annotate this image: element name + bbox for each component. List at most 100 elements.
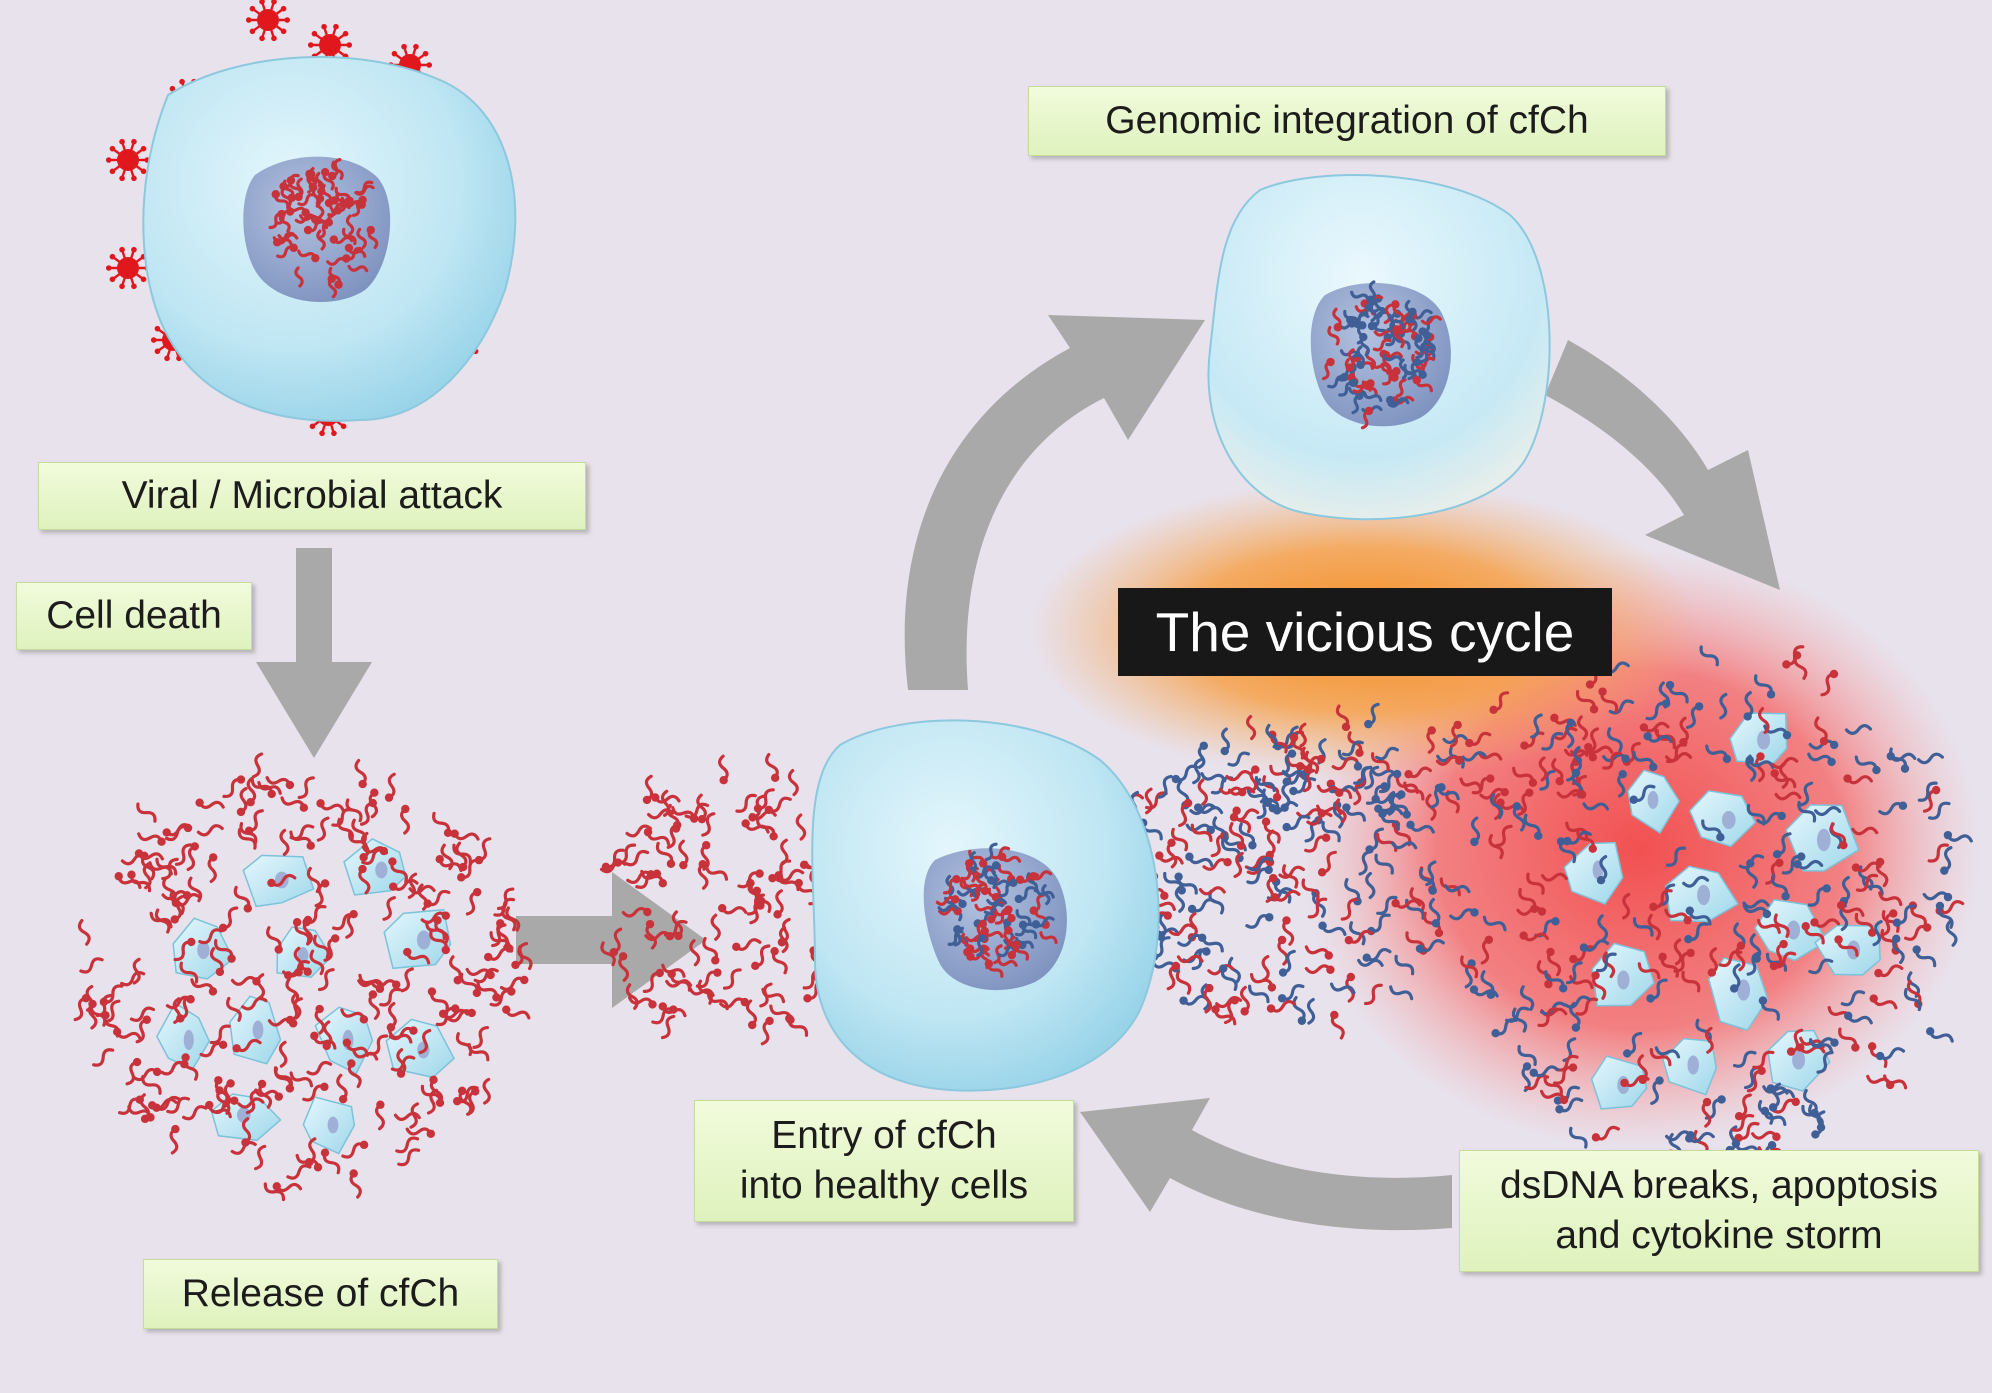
chromatin-bead [1282, 822, 1291, 832]
chromatin-bead [1353, 762, 1363, 771]
chromatin-bead [1232, 806, 1241, 815]
chromatin-fragment-icon [1192, 758, 1203, 785]
chromatin-fragment-icon [749, 899, 763, 925]
chromatin-bead [1364, 406, 1374, 416]
chromatin-fragment-icon [1804, 924, 1825, 945]
chromatin-bead [171, 898, 181, 908]
virus-body [257, 9, 279, 31]
chromatin-bead [1364, 719, 1373, 729]
chromatin-fragment-icon [1347, 929, 1374, 944]
chromatin-bead [218, 923, 228, 933]
chromatin-fragment-icon [1646, 734, 1673, 744]
chromatin-bead [1391, 300, 1400, 309]
chromatin-fragment-icon [405, 1127, 433, 1136]
chromatin-bead [195, 798, 204, 807]
virus-spike-tip [109, 145, 116, 152]
chromatin-fragment-icon [645, 922, 658, 950]
chromatin-bead [1160, 891, 1169, 901]
chromatin-fragment-icon [1539, 769, 1556, 791]
chromatin-fragment-icon [983, 902, 1004, 915]
chromatin-bead [1412, 358, 1422, 367]
chromatin-fragment-icon [1282, 918, 1295, 946]
chromatin-fragment-icon [501, 906, 517, 932]
chromatin-fragment-icon [707, 991, 729, 1011]
chromatin-bead [1556, 837, 1566, 846]
chromatin-bead [1885, 1080, 1895, 1090]
chromatin-fragment-icon [1705, 744, 1729, 761]
chromatin-fragment-icon [1220, 966, 1238, 991]
chromatin-bead [236, 775, 246, 784]
chromatin-fragment-icon [1709, 947, 1718, 975]
chromatin-bead [1341, 722, 1351, 732]
chromatin-fragment-icon [1554, 1054, 1579, 1072]
virus-spike-tip [346, 42, 353, 48]
chromatin-bead [1174, 872, 1183, 881]
chromatin-fragment-icon [417, 883, 429, 911]
chromatin-bead [1007, 950, 1017, 960]
chromatin-fragment-icon [769, 1004, 793, 1022]
chromatin-fragment-icon [1602, 751, 1622, 770]
chromatin-bead [305, 169, 314, 179]
chromatin-bead [1579, 943, 1589, 952]
chromatin-fragment-icon [1601, 753, 1628, 763]
chromatin-bead [753, 804, 763, 813]
arrow-icon [904, 315, 1205, 690]
chromatin-fragment-icon [1685, 704, 1701, 729]
chromatin-bead [1415, 944, 1425, 953]
chromatin-fragment-icon [1419, 345, 1434, 364]
chromatin-fragment-icon [1015, 909, 1032, 926]
chromatin-bead [401, 804, 410, 814]
chromatin-fragment-icon [1215, 996, 1243, 1009]
chromatin-bead [1875, 857, 1885, 867]
chromatin-fragment-icon [1370, 768, 1398, 778]
chromatin-bead [1772, 1132, 1781, 1141]
chromatin-fragment-icon [767, 796, 792, 813]
chromatin-bead [152, 1067, 162, 1077]
chromatin-bead [230, 1096, 239, 1105]
chromatin-fragment-icon [1829, 822, 1847, 847]
chromatin-bead [1943, 892, 1953, 902]
chromatin-fragment-icon [1773, 913, 1790, 939]
chromatin-fragment-icon [771, 949, 788, 975]
chromatin-fragment-icon [222, 1081, 233, 1109]
chromatin-fragment-icon [1803, 1088, 1818, 1115]
chromatin-bead [1559, 984, 1568, 993]
chromatin-bead [1829, 669, 1839, 679]
chromatin-fragment-icon [1841, 875, 1851, 903]
chromatin-bead [1867, 928, 1877, 937]
chromatin-bead [1304, 765, 1313, 775]
chromatin-fragment-icon [1312, 891, 1327, 918]
chromatin-bead [1007, 913, 1016, 923]
chromatin-bead [409, 1026, 418, 1035]
chromatin-bead [1589, 705, 1599, 714]
chromatin-bead [492, 993, 501, 1002]
chromatin-fragment-icon [1866, 1074, 1892, 1087]
chromatin-bead [214, 1076, 223, 1085]
chromatin-fragment-icon [1304, 750, 1320, 774]
chromatin-bead [1282, 916, 1291, 925]
chromatin-fragment-icon [1320, 924, 1347, 936]
fragment-nucleus [1816, 828, 1831, 852]
virus-spike-tip [342, 30, 349, 37]
chromatin-fragment-icon [1512, 766, 1535, 785]
chromatin-fragment-icon [735, 793, 757, 813]
chromatin-bead [441, 945, 450, 955]
chromatin-fragment-icon [132, 1067, 159, 1082]
chromatin-fragment-icon [1774, 791, 1802, 801]
chromatin-bead [1171, 961, 1181, 971]
chromatin-bead [643, 827, 653, 837]
chromatin-bead [429, 1075, 438, 1085]
chromatin-fragment-icon [246, 776, 257, 804]
chromatin-bead [1529, 1068, 1538, 1077]
chromatin-fragment-icon [388, 1026, 416, 1041]
chromatin-bead [1736, 941, 1746, 950]
chromatin-bead [484, 952, 493, 962]
chromatin-fragment-icon [1573, 745, 1582, 773]
chromatin-fragment-icon [1234, 809, 1252, 834]
chromatin-fragment-icon [1301, 878, 1320, 902]
chromatin-fragment-icon [626, 870, 653, 884]
chromatin-bead [1568, 1063, 1578, 1072]
chromatin-bead [272, 238, 282, 247]
chromatin-bead [1272, 806, 1282, 815]
virus-spike-tip [271, 35, 277, 42]
